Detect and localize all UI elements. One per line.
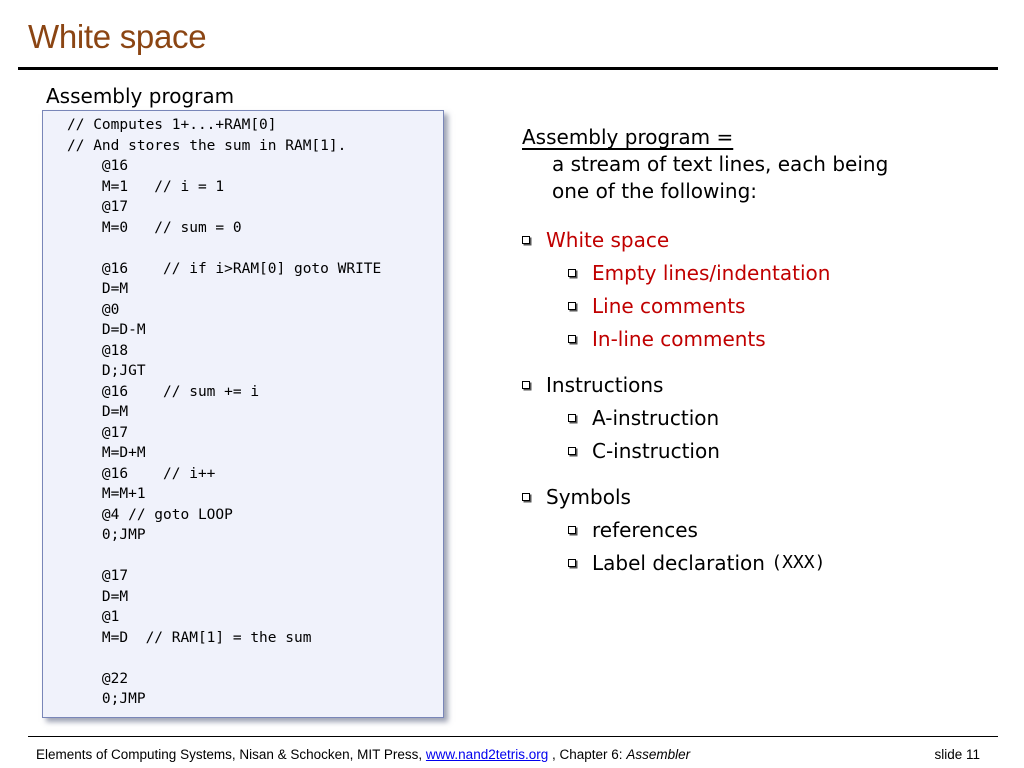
square-bullet-icon xyxy=(568,446,576,455)
square-bullet-icon xyxy=(568,558,576,567)
bullet-label: White space xyxy=(546,227,670,252)
code-line: M=D // RAM[1] = the sum xyxy=(67,629,312,646)
code-caption: Assembly program xyxy=(46,84,235,108)
code-line: D=D-M xyxy=(67,322,146,338)
slide-number: slide 11 xyxy=(934,747,980,762)
bullet-group-instructions: Instructions A-instruction C-instruction xyxy=(522,368,962,467)
slide-title: White space xyxy=(28,18,207,55)
code-line xyxy=(67,546,381,567)
bullet-group-white-space: White space Empty lines/indentation Line… xyxy=(522,223,962,355)
definition-heading: Assembly program = xyxy=(522,125,734,149)
sub-bullet-label-declaration: Label declaration (XXX) xyxy=(522,546,962,579)
square-bullet-icon xyxy=(522,380,530,389)
code-line: @22 xyxy=(67,670,129,687)
label-syntax-example: (XXX) xyxy=(771,552,826,573)
code-line: @1 xyxy=(67,609,120,625)
footer-citation: Elements of Computing Systems, Nisan & S… xyxy=(36,747,690,762)
bullet-label: Label declaration xyxy=(592,550,765,575)
code-line: // Computes 1+...+RAM[0] xyxy=(67,117,277,133)
footer-text: Elements of Computing Systems, Nisan & S… xyxy=(36,747,423,762)
definition-text-line1: a stream of text lines, each being xyxy=(552,152,889,176)
code-line xyxy=(67,238,381,259)
code-line: @16 // if i>RAM[0] goto WRITE xyxy=(67,260,382,277)
bullet-label: Symbols xyxy=(546,484,631,509)
bullet-list: White space Empty lines/indentation Line… xyxy=(522,223,962,579)
code-line: D=M xyxy=(67,588,129,605)
sub-bullet-empty-lines: Empty lines/indentation xyxy=(522,256,962,289)
bullet-label: Empty lines/indentation xyxy=(592,260,831,285)
footer-divider xyxy=(28,736,998,737)
bullet-item-white-space: White space xyxy=(522,223,962,256)
square-bullet-icon xyxy=(522,235,530,244)
square-bullet-icon xyxy=(568,525,576,534)
sub-bullet-inline-comments: In-line comments xyxy=(522,322,962,355)
code-line: D;JGT xyxy=(67,363,146,379)
square-bullet-icon xyxy=(568,301,576,310)
square-bullet-icon xyxy=(568,413,576,422)
bullet-item-symbols: Symbols xyxy=(522,480,962,513)
code-line: M=D+M xyxy=(67,445,146,461)
code-line: @4 // goto LOOP xyxy=(67,506,233,523)
code-line: D=M xyxy=(67,281,129,297)
code-line xyxy=(67,648,381,669)
code-line: M=M+1 xyxy=(67,486,146,502)
bullet-label: A-instruction xyxy=(592,405,720,430)
bullet-item-instructions: Instructions xyxy=(522,368,962,401)
sub-bullet-c-instruction: C-instruction xyxy=(522,434,962,467)
code-line: @16 // sum += i xyxy=(67,383,260,400)
title-divider xyxy=(18,67,998,70)
code-line: D=M xyxy=(67,404,129,420)
bullet-label: Instructions xyxy=(546,372,664,397)
code-line: // And stores the sum in RAM[1]. xyxy=(67,137,347,154)
bullet-label: references xyxy=(592,517,698,542)
square-bullet-icon xyxy=(568,268,576,277)
code-line: M=1 // i = 1 xyxy=(67,178,225,195)
square-bullet-icon xyxy=(522,492,530,501)
code-line: @16 // i++ xyxy=(67,465,216,482)
code-line: @17 xyxy=(67,424,129,441)
definition-text-line2: one of the following: xyxy=(552,179,758,203)
code-line: @0 xyxy=(67,301,120,318)
code-line: 0;JMP xyxy=(67,691,146,707)
footer-chapter-name: Assembler xyxy=(626,747,691,762)
code-line: M=0 // sum = 0 xyxy=(67,219,242,236)
bullet-label: Line comments xyxy=(592,293,746,318)
code-listing-box: // Computes 1+...+RAM[0] // And stores t… xyxy=(42,110,444,718)
bullet-group-symbols: Symbols references Label declaration (XX… xyxy=(522,480,962,579)
code-line: 0;JMP xyxy=(67,527,146,543)
sub-bullet-line-comments: Line comments xyxy=(522,289,962,322)
footer-text: , Chapter 6: xyxy=(552,747,623,762)
code-lines: // Computes 1+...+RAM[0] // And stores t… xyxy=(67,115,381,710)
code-line: @16 xyxy=(67,158,129,174)
description-panel: Assembly program = a stream of text line… xyxy=(522,124,962,592)
bullet-label: C-instruction xyxy=(592,438,720,463)
code-line: @18 xyxy=(67,342,129,359)
code-line: @17 xyxy=(67,568,129,584)
footer-website-link[interactable]: www.nand2tetris.org xyxy=(425,747,549,762)
bullet-label: In-line comments xyxy=(592,326,766,351)
square-bullet-icon xyxy=(568,334,576,343)
sub-bullet-a-instruction: A-instruction xyxy=(522,401,962,434)
sub-bullet-references: references xyxy=(522,513,962,546)
code-line: @17 xyxy=(67,199,129,215)
